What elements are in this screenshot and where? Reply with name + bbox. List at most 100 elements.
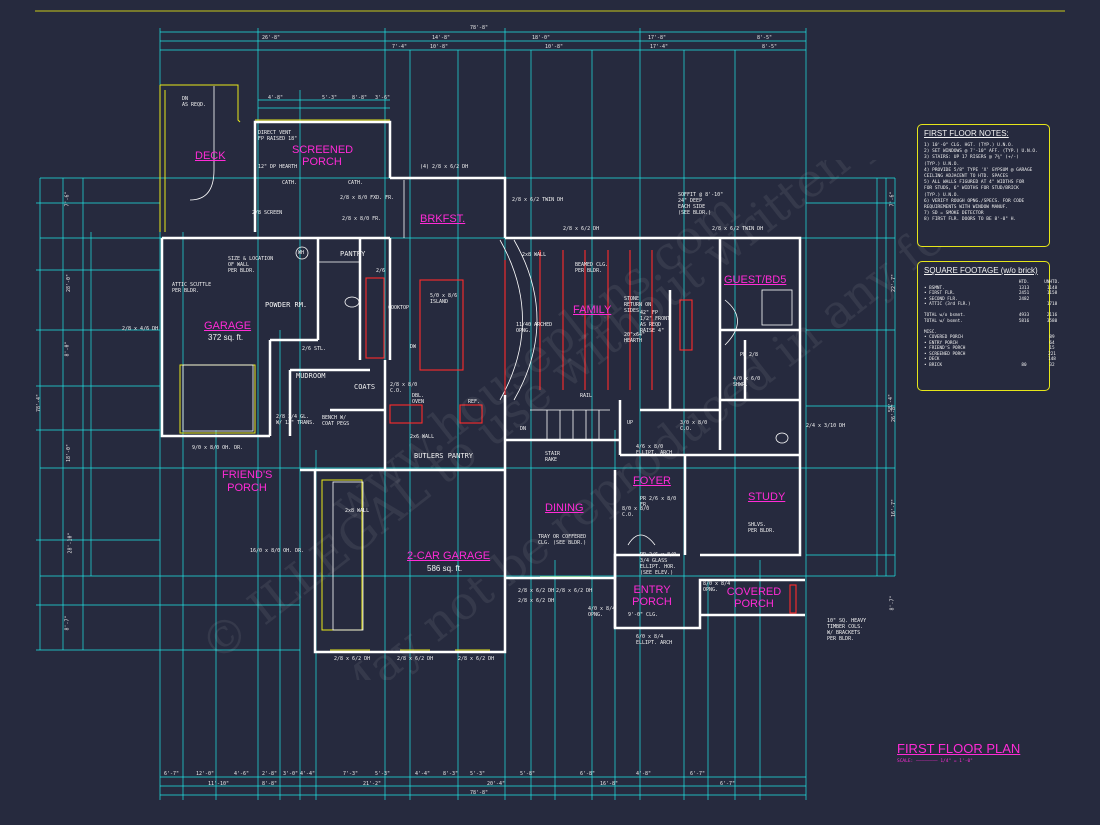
note-line: 2) SET WINDOWS @ 7'-10" AFF. (TYP.) U.N.… [924, 149, 1038, 155]
dimension-label: 8'-8" [352, 95, 368, 101]
table-cell: 2451 [1018, 291, 1030, 296]
table-cell: 221 [1048, 351, 1056, 357]
note-dining-window-2: 2/8 x 6/2 DH [556, 588, 593, 594]
note-opening-2: 8/0 x 8/4 OPNG. [703, 581, 731, 593]
note-co-2: 3/0 x 8/0 C.O. [680, 420, 708, 432]
table-cell: • BRICK [924, 362, 943, 368]
note-twin-dh-3: 2/8 x 6/2 TWIN DH [712, 226, 764, 232]
table-row: TOTAL w/o bsmnt. 4933 2116 [924, 313, 1066, 319]
dimension-label: 6'-7" [164, 771, 180, 777]
table-cell: • SCREENED PORCH [924, 351, 966, 357]
note-up: UP [627, 420, 634, 426]
table-cell: 4933 [1018, 313, 1030, 318]
dimension-label: 5'-3" [470, 771, 486, 777]
note-twin-dh-2: 2/8 x 6/2 DH [563, 226, 600, 232]
table-cell: TOTAL w/ bsmnt. [924, 318, 963, 324]
note-oh-door-2: 16/0 x 8/0 OH. DR. [250, 548, 305, 554]
note-stair-rake: STAIR RAKE [545, 451, 561, 463]
note-coats: COATS [354, 383, 376, 391]
note-powder-room: POWDER RM. [265, 301, 308, 309]
dimension-label: 8'-7" [889, 595, 896, 611]
dimension-label: 2'-8" [262, 771, 278, 777]
dimension-label: 8'-5" [762, 44, 778, 50]
note-dining-window-3: 2/8 x 6/2 DH [518, 598, 555, 604]
note-opening-1: 4/0 x 8/4 OPNG. [588, 606, 616, 618]
first-floor-notes-list: 1) 10'-0" CLG. HGT. (TYP.) U.N.O.2) SET … [924, 143, 1038, 224]
note-co-3: 8/0 x 8/0 C.O. [622, 506, 650, 518]
note-stl: 2/6 STL. [302, 346, 327, 352]
dim-overall-bottom: 78'-8" [470, 790, 489, 796]
note-dn: DN [520, 426, 527, 432]
table-cell: TOTAL w/o bsmnt. [924, 313, 966, 318]
first-floor-notes-panel: FIRST FLOOR NOTES: 1) 10'-0" CLG. HGT. (… [917, 124, 1050, 247]
note-rail: RAIL [580, 393, 593, 399]
dimension-label: 12'-0" [196, 771, 215, 777]
room-study: STUDY [748, 491, 786, 503]
table-row: HTD.UNHTD. [924, 280, 1066, 286]
note-shower: 4/0 x 6/0 SHWR. [733, 376, 761, 388]
dimension-label: 3'-6" [375, 95, 391, 101]
table-cell: • SECOND FLR. [924, 296, 958, 302]
room-dining: DINING [545, 502, 584, 514]
dimension-label: 6'-7" [720, 781, 736, 787]
note-beamed: BEAMED CLG. PER BLDR. [575, 262, 609, 274]
note-line: 8) FIRST FLR. DOORS TO BE 8'-0" H. [924, 217, 1017, 223]
table-row: • SCREENED PORCH 221 [924, 352, 1066, 358]
room-guest: GUEST/BD5 [724, 274, 787, 286]
table-cell: • BSMNT. [924, 285, 945, 291]
room-two-car-garage: 2-CAR GARAGE [407, 550, 491, 562]
table-row: • ATTIC (3rd FLR.) 1718 [924, 302, 1066, 308]
room-friends-porch: FRIEND'S PORCH [222, 469, 272, 495]
room-foyer: FOYER [633, 475, 671, 487]
square-footage-panel: SQUARE FOOTAGE (w/o brick) HTD.UNHTD.• B… [917, 261, 1060, 391]
dimension-label: 10'-8" [545, 44, 564, 50]
note-cath-2: CATH. [348, 180, 364, 186]
note-pantry: PANTRY [340, 250, 366, 258]
note-garage-oh-door: 9/0 x 8/0 OH. DR. [192, 445, 244, 451]
dimension-label: 16'-8" [600, 781, 619, 787]
note-line: 4) PROVIDE 5/8" TYPE 'X' GYPSUM @ GARAGE [924, 167, 1033, 173]
room-deck: DECK [195, 150, 226, 162]
dimension-label: 5'-3" [375, 771, 391, 777]
table-cell: 1148 [1046, 285, 1058, 291]
table-cell: 32 [1049, 362, 1055, 368]
dimension-label: 7'-3" [343, 771, 359, 777]
dimension-label: 4'-4" [300, 771, 316, 777]
note-line: REQUIREMENTS WITH WINDOW MANUF. [924, 205, 1008, 211]
sheet-title: FIRST FLOOR PLAN [897, 741, 1021, 756]
note-wall-2x6: 2x6 WALL [410, 434, 435, 440]
table-cell: • COVERED PORCH [924, 335, 963, 340]
note-wh: WH [298, 250, 305, 256]
note-butlers-pantry: BUTLERS PANTRY [414, 452, 474, 460]
table-cell: 2116 [1046, 313, 1058, 318]
room-screened-porch-label: SCREENED PORCH [292, 144, 354, 168]
note-dn-as-reqd: DN AS REQD. [182, 96, 207, 108]
note-attic-scuttle: ATTIC SCUTTLE PER BLDR. [172, 282, 212, 294]
note-stone: STONE RETURN ON SIDES [624, 296, 652, 314]
note-arched: 11/40 ARCHED OPNG. [516, 322, 553, 334]
note-line: 5) ALL WALLS FIGURED AT 4" WIDTHS FOR [924, 180, 1025, 186]
table-row: • FRIEND'S PORCH 15 [924, 346, 1066, 352]
table-row: MISC. [924, 330, 1066, 336]
table-cell: • FRIEND'S PORCH [924, 346, 966, 351]
table-row: • ENTRY PORCH 64 [924, 341, 1066, 347]
square-footage-title: SQUARE FOOTAGE (w/o brick) [924, 266, 1038, 275]
table-cell: 64 [1049, 340, 1055, 346]
dimension-label: 5'-3" [322, 95, 338, 101]
note-screen-door: 2/8 SCREEN [252, 210, 283, 216]
note-brkfst-door: 2/8 x 8/0 FXD. FR. [340, 195, 395, 201]
dimension-label: 11'-10" [208, 781, 230, 787]
note-size-location: SIZE & LOCATION OF WALL PER BLDR. [228, 256, 274, 274]
table-cell: 5816 [1018, 318, 1030, 324]
dimension-label: 8'-0" [64, 341, 71, 357]
note-timber-cols: 10" SQ. HEAVY TIMBER COLS. W/ BRACKETS P… [827, 618, 867, 642]
table-cell: • DECK [924, 357, 940, 362]
dimension-label: 16'-7" [891, 498, 898, 518]
note-co-door: 2/8 x 8/0 C.O. [390, 382, 418, 394]
dimension-label: 4'-8" [636, 771, 652, 777]
table-cell: 80 [1021, 362, 1027, 368]
dimension-label: 3'-0" [283, 771, 299, 777]
